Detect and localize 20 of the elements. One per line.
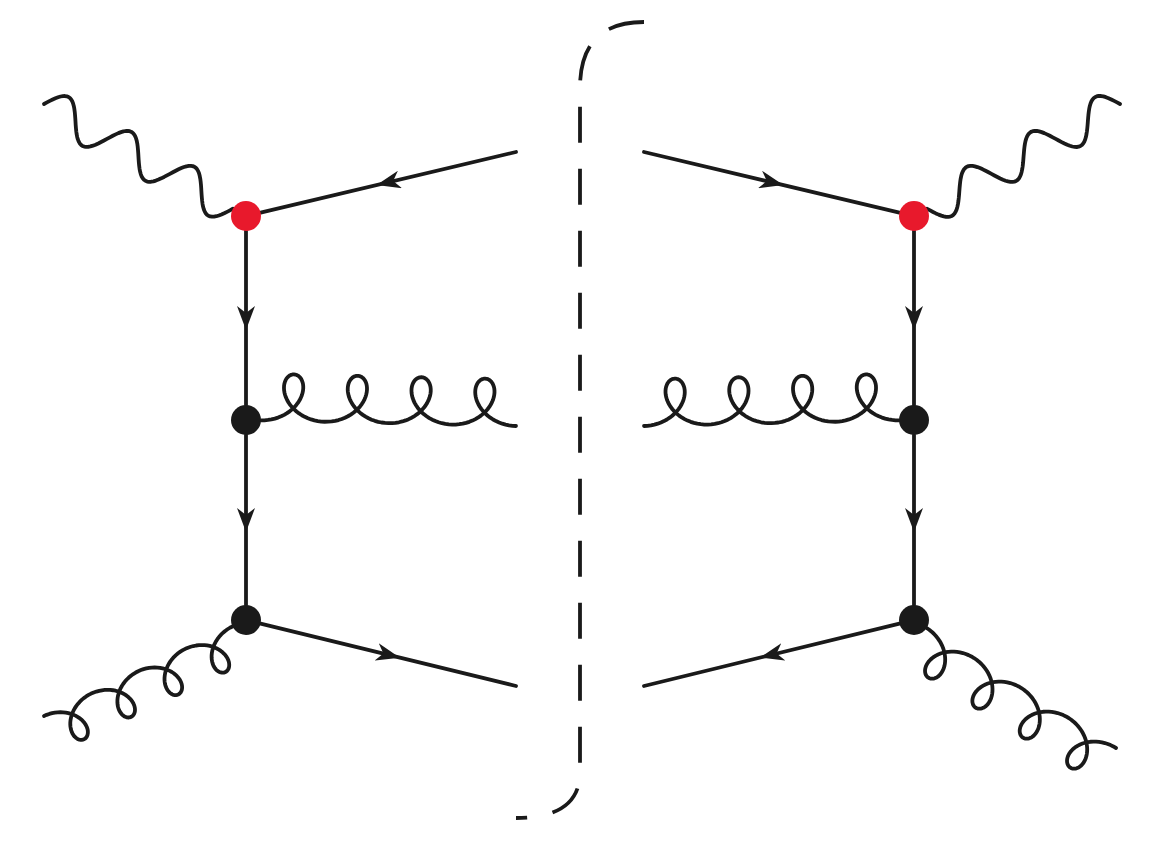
- wavy-line: [42, 94, 235, 219]
- arrow-line: [258, 150, 518, 215]
- vertex-dot: [899, 201, 929, 231]
- arrow-line: [237, 433, 255, 607]
- arrow-line: [905, 433, 923, 607]
- arrow-line: [258, 621, 518, 688]
- vertex-dot: [899, 605, 929, 635]
- arrow-line: [237, 229, 255, 407]
- vertex-dot: [231, 201, 261, 231]
- curly-line: [42, 624, 235, 742]
- curly-line: [923, 626, 1118, 771]
- arrow-line: [905, 229, 923, 407]
- vertex-dot: [231, 405, 261, 435]
- curly-line: [259, 372, 518, 428]
- vertex-dot: [231, 605, 261, 635]
- vertex-dot: [899, 405, 929, 435]
- wavy-line: [925, 94, 1122, 219]
- curly-line: [642, 372, 901, 428]
- arrow-line: [642, 621, 902, 688]
- arrow-line: [642, 150, 902, 215]
